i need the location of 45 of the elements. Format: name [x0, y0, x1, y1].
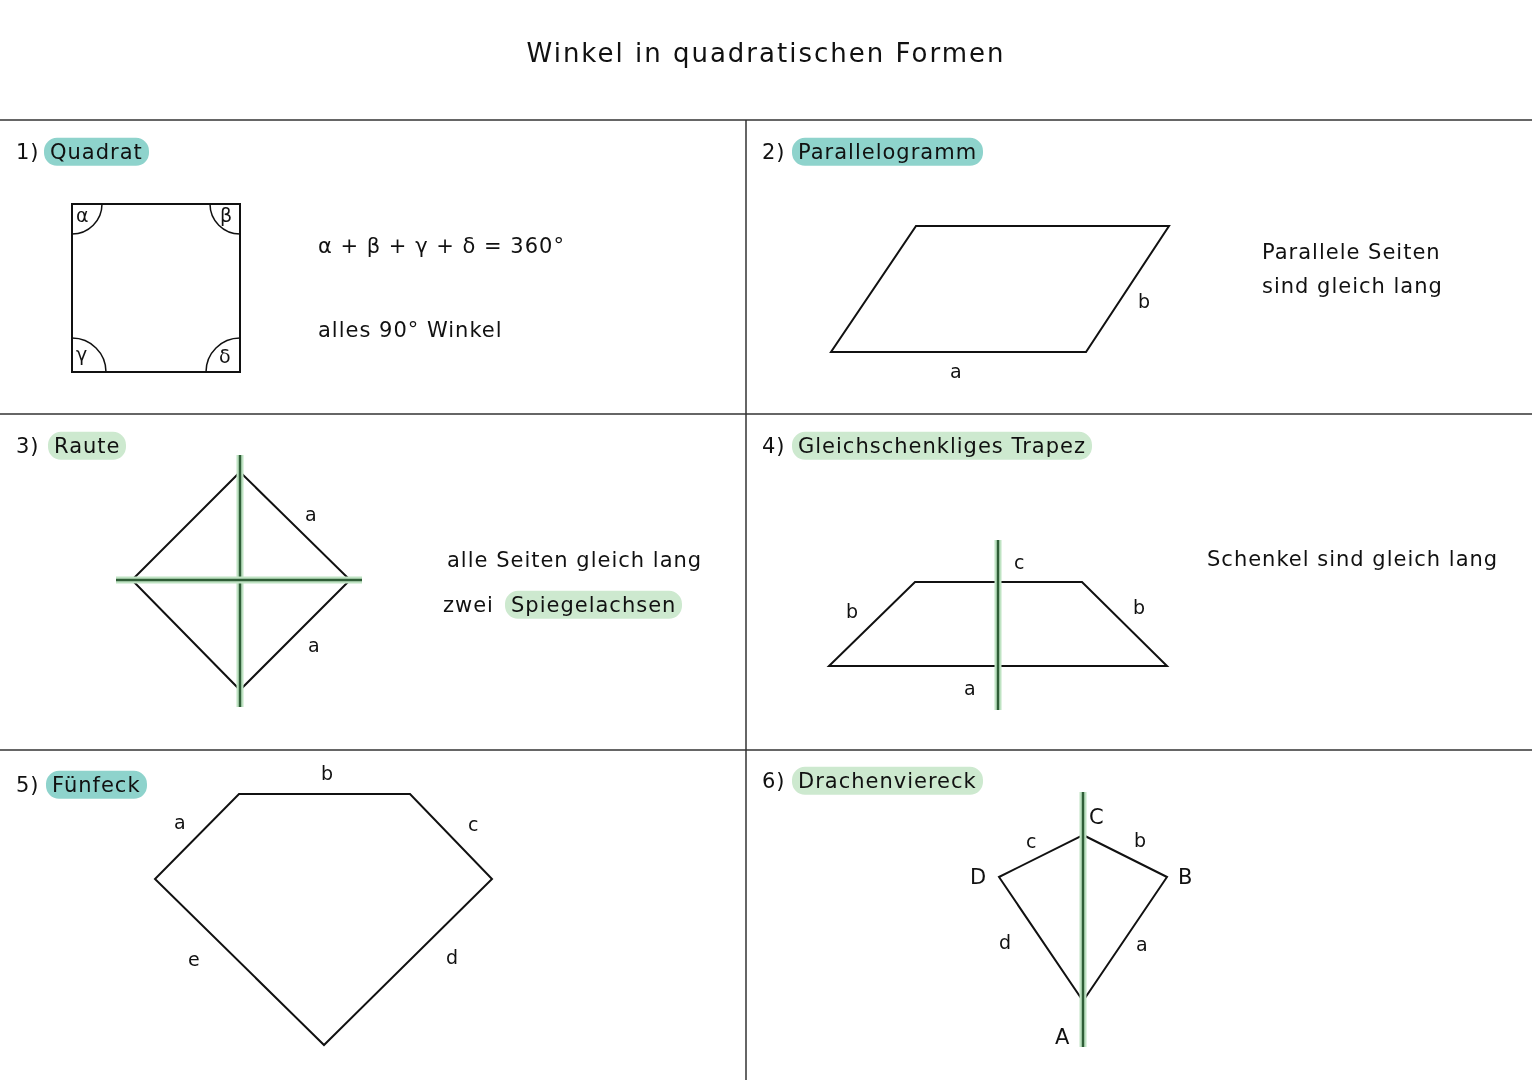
- side-label: b: [1134, 828, 1148, 854]
- section-number: 3): [16, 432, 40, 460]
- angle-label: γ: [76, 342, 89, 368]
- vertex-label: B: [1178, 863, 1194, 891]
- side-label: a: [950, 359, 963, 385]
- formula: α + β + γ + δ = 360°: [318, 232, 565, 260]
- side-label: e: [188, 947, 201, 973]
- side-label: d: [999, 930, 1013, 956]
- shape-name: Quadrat: [44, 137, 149, 167]
- section-number: 2): [762, 138, 786, 166]
- side-label: b: [321, 761, 335, 787]
- shape-name: Gleichschenkliges Trapez: [792, 431, 1092, 461]
- note: Schenkel sind gleich lang: [1207, 545, 1499, 573]
- section-number: 5): [16, 771, 40, 799]
- vertex-label: D: [970, 863, 988, 891]
- vertex-label: C: [1089, 803, 1105, 831]
- section-number: 4): [762, 432, 786, 460]
- side-label: b: [846, 599, 860, 625]
- side-label: c: [1014, 550, 1026, 576]
- section-number: 1): [16, 138, 40, 166]
- note: Parallele Seiten sind gleich lang: [1262, 239, 1444, 300]
- angle-label: β: [220, 203, 234, 229]
- note: Spiegelachsen: [505, 590, 683, 620]
- side-label: a: [1136, 932, 1149, 958]
- angle-label: δ: [219, 344, 232, 370]
- side-label: c: [1026, 829, 1038, 855]
- side-label: b: [1133, 595, 1147, 621]
- side-label: a: [305, 502, 318, 528]
- note: zwei: [443, 591, 494, 619]
- note: alles 90° Winkel: [318, 316, 503, 344]
- side-label: c: [468, 812, 480, 838]
- side-label: a: [308, 633, 321, 659]
- note: alle Seiten gleich lang: [447, 546, 703, 574]
- side-label: a: [964, 676, 977, 702]
- vertex-label: A: [1055, 1023, 1071, 1051]
- shape-name: Fünfeck: [46, 770, 147, 800]
- title: Winkel in quadratischen Formen: [525, 38, 1007, 68]
- side-label: b: [1138, 289, 1152, 315]
- side-label: a: [174, 810, 187, 836]
- section-number: 6): [762, 767, 786, 795]
- side-label: d: [446, 945, 460, 971]
- shape-name: Drachenviereck: [792, 766, 983, 796]
- shape-name: Raute: [48, 431, 127, 461]
- angle-label: α: [76, 203, 90, 229]
- shape-name: Parallelogramm: [792, 137, 984, 167]
